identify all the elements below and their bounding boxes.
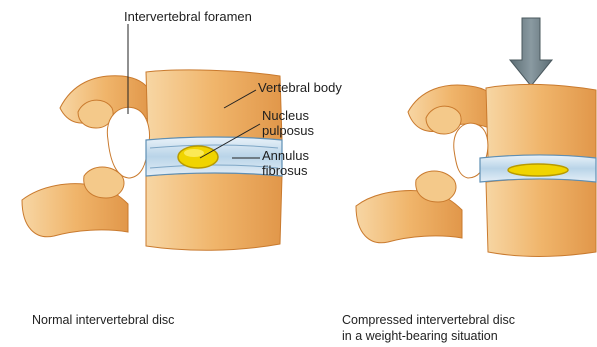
lower-vertebral-body [146, 173, 282, 250]
compressed-vertebra-group [356, 18, 596, 257]
label-intervertebral-foramen: Intervertebral foramen [124, 9, 252, 24]
caption-normal-disc: Normal intervertebral disc [32, 312, 174, 328]
label-annulus-line2: fibrosus [262, 163, 308, 178]
compressed-lower-vertebral-body [486, 179, 596, 257]
compressed-nucleus [508, 164, 568, 176]
compressed-upper-articular-process [426, 106, 461, 134]
label-annulus-line1: Annulus [262, 148, 309, 163]
compressed-lower-articular-process [416, 171, 456, 202]
label-vertebral-body: Vertebral body [258, 80, 342, 95]
compressed-upper-vertebral-body [486, 84, 596, 158]
caption-compressed-line2: in a weight-bearing situation [342, 328, 498, 344]
lower-articular-process [84, 167, 124, 198]
label-nucleus-line1: Nucleus [262, 108, 309, 123]
down-arrow-icon [510, 18, 552, 86]
upper-articular-process [78, 100, 113, 128]
caption-compressed-line1: Compressed intervertebral disc [342, 312, 515, 328]
label-nucleus-line2: pulposus [262, 123, 314, 138]
nucleus-pulposus [178, 146, 218, 168]
nucleus-highlight [184, 149, 204, 157]
intervertebral-foramen [107, 107, 149, 178]
normal-vertebra-group [22, 24, 282, 250]
